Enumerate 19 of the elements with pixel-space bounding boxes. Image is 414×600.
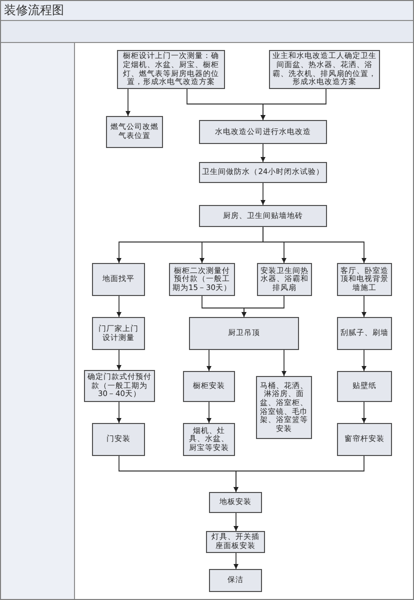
arrow (282, 350, 286, 376)
arrow (260, 144, 266, 162)
arrow (116, 296, 122, 318)
arrow (260, 182, 266, 206)
arrow (242, 296, 284, 318)
arrow (116, 350, 122, 370)
arrow (362, 350, 366, 372)
arrow (362, 402, 366, 424)
arrow (116, 402, 122, 424)
arrow (234, 552, 238, 570)
arrow (234, 512, 238, 532)
arrow (126, 88, 130, 116)
arrow (260, 88, 326, 120)
arrow (206, 402, 212, 424)
arrow (362, 296, 366, 318)
arrow (262, 226, 366, 264)
arrow (206, 350, 212, 372)
title-bar: 装修流程图 (1, 1, 413, 21)
arrow (234, 456, 364, 492)
